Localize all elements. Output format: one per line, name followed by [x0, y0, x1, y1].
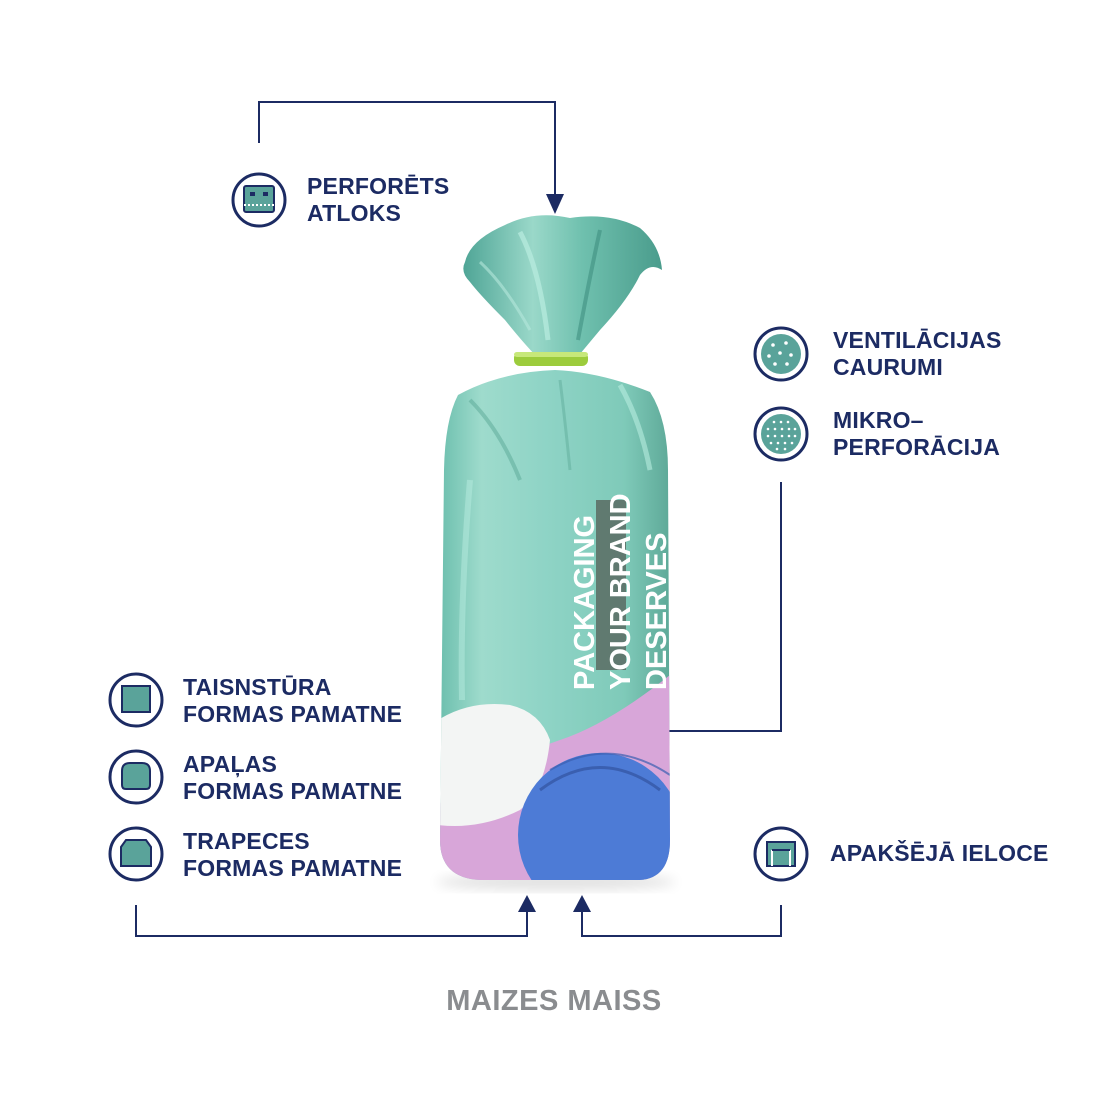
label-perforated-flap: PERFORĒTS ATLOKS [307, 173, 449, 227]
label-bottom-gusset: APAKŠĒJĀ IELOCE [830, 840, 1049, 867]
label-micro-perforation-line1: MIKRO– [833, 407, 924, 433]
label-trapezoid-base-line2: FORMAS PAMATNE [183, 855, 403, 881]
bag-text-line3: DESERVES [641, 533, 673, 690]
bag-text-line1: PACKAGING [569, 515, 601, 690]
rectangular-base-icon [108, 672, 164, 728]
connector-perforated-flap [258, 101, 556, 200]
arrow-perforated-flap [546, 194, 564, 214]
micro-perforation-icon [753, 406, 809, 462]
bread-bag-illustration: PACKAGING YOUR BRAND DESERVES [436, 215, 676, 890]
label-micro-perforation-line2: PERFORĀCIJA [833, 434, 1001, 460]
ventilation-holes-icon [753, 326, 809, 382]
connector-micro-perforation [624, 482, 782, 732]
bottom-gusset-icon [753, 826, 809, 882]
label-rectangular-base-line1: TAISNSTŪRA [183, 674, 332, 700]
perforated-flap-icon [231, 172, 287, 228]
label-ventilation-holes-line1: VENTILĀCIJAS [833, 327, 1002, 353]
label-ventilation-holes: VENTILĀCIJAS CAURUMI [833, 327, 1002, 381]
caption-bread-bag: MAIZES MAISS [446, 985, 662, 1017]
label-micro-perforation: MIKRO– PERFORĀCIJA [833, 407, 1000, 461]
label-rectangular-base-line2: FORMAS PAMATNE [183, 701, 403, 727]
label-perforated-flap-line2: ATLOKS [307, 200, 402, 226]
connector-base-shapes [135, 905, 528, 937]
label-bottom-gusset-line1: APAKŠĒJĀ IELOCE [830, 840, 1049, 866]
label-round-base: APAĻAS FORMAS PAMATNE [183, 751, 402, 805]
label-round-base-line2: FORMAS PAMATNE [183, 778, 403, 804]
label-trapezoid-base-line1: TRAPECES [183, 828, 310, 854]
connector-bottom-gusset [581, 905, 782, 937]
label-trapezoid-base: TRAPECES FORMAS PAMATNE [183, 828, 402, 882]
label-round-base-line1: APAĻAS [183, 751, 278, 777]
trapezoid-base-icon [108, 826, 164, 882]
round-base-icon [108, 749, 164, 805]
bag-text-line2: YOUR BRAND [605, 493, 637, 690]
label-perforated-flap-line1: PERFORĒTS [307, 173, 450, 199]
label-ventilation-holes-line2: CAURUMI [833, 354, 943, 380]
label-rectangular-base: TAISNSTŪRA FORMAS PAMATNE [183, 674, 402, 728]
arrow-base-shapes [518, 895, 536, 912]
arrow-bottom-gusset [573, 895, 591, 912]
